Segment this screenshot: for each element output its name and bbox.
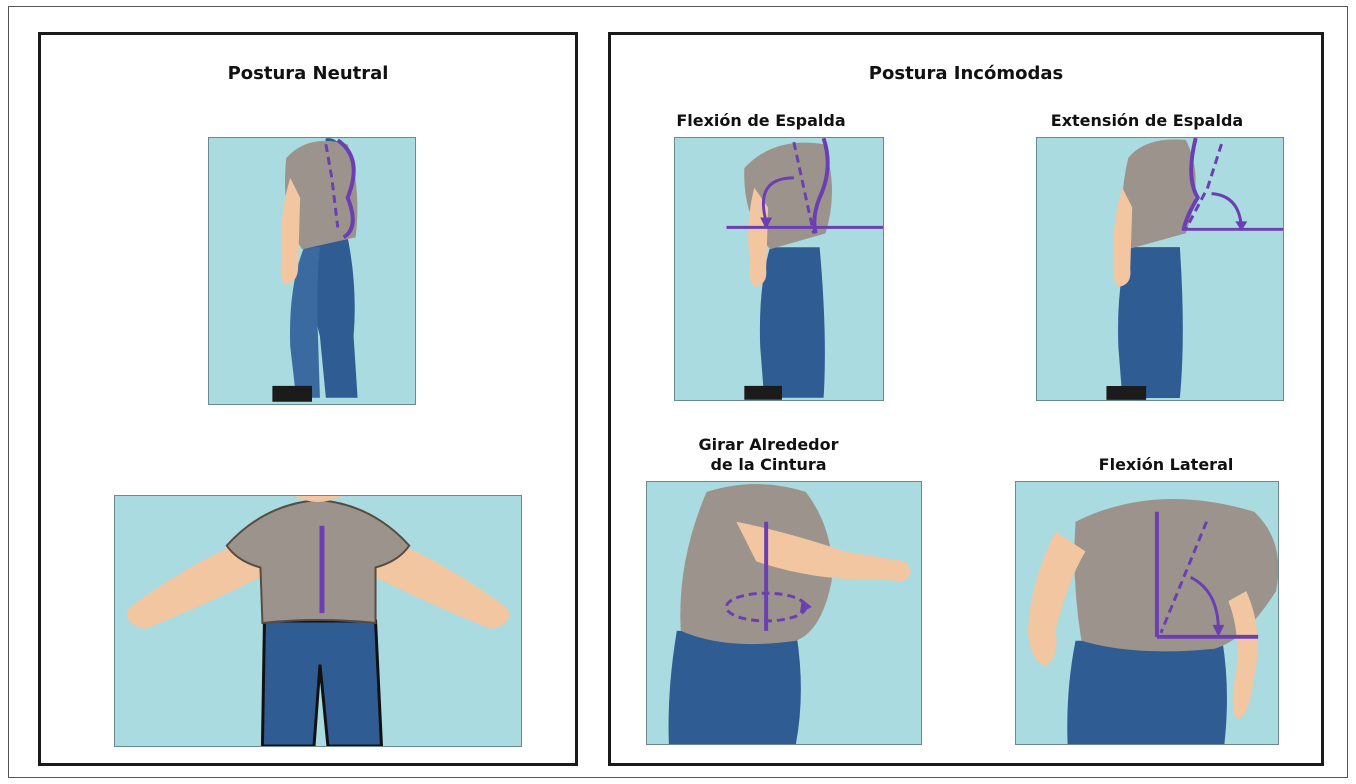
neutral-posture-title: Postura Neutral: [41, 63, 575, 85]
neutral-posture-panel: Postura Neutral: [38, 32, 578, 766]
back-extension-image: [1036, 137, 1284, 401]
awkward-postures-panel: Postura Incómodas Flexión de Espalda Ext…: [608, 32, 1324, 766]
back-extension-label: Extensión de Espalda: [1027, 111, 1267, 131]
waist-twist-label-line1: Girar Alrededor: [651, 435, 886, 455]
lateral-flexion-label: Flexión Lateral: [1051, 455, 1281, 475]
back-flexion-image: [674, 137, 884, 401]
lateral-flexion-image: [1015, 481, 1279, 745]
neutral-front-view-image: [114, 495, 522, 747]
waist-twist-label-line2: de la Cintura: [651, 455, 886, 475]
neutral-side-view-image: [208, 137, 416, 405]
back-flexion-label: Flexión de Espalda: [651, 111, 871, 131]
waist-twist-image: [646, 481, 922, 745]
awkward-postures-title: Postura Incómodas: [611, 63, 1321, 85]
